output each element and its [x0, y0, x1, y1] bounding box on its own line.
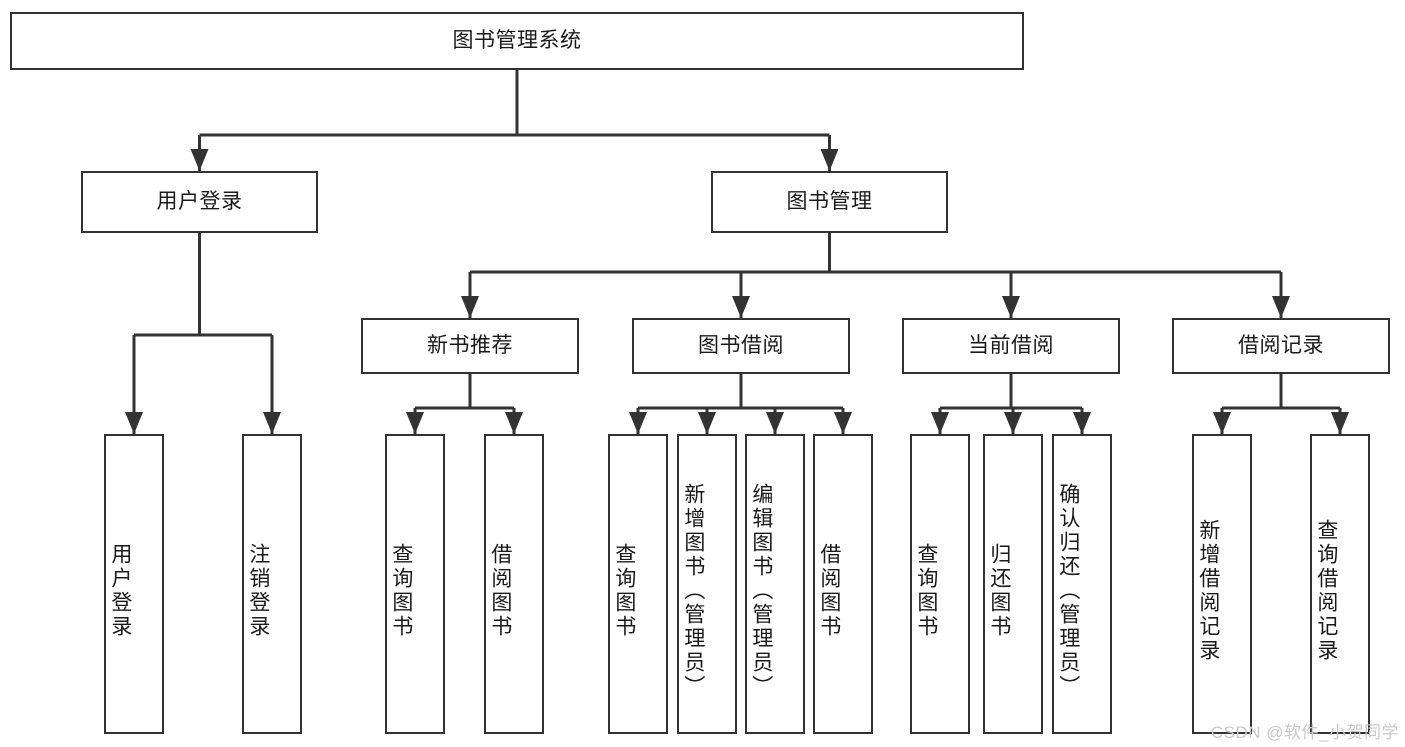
- node-leaf6[interactable]: 新增图书（管理员）: [677, 434, 737, 734]
- arrow-icon-leaf8: [834, 412, 852, 434]
- node-leaf9[interactable]: 查询图书: [910, 434, 970, 734]
- node-leaf5[interactable]: 查询图书: [608, 434, 668, 734]
- node-records[interactable]: 借阅记录: [1172, 318, 1390, 374]
- node-label: 新书推荐: [427, 333, 513, 357]
- node-label: 借阅记录: [1238, 333, 1324, 357]
- arrow-icon-login: [190, 149, 209, 171]
- node-label: 查询图书: [612, 543, 636, 639]
- node-root[interactable]: 图书管理系统: [10, 12, 1024, 70]
- node-recommend[interactable]: 新书推荐: [361, 318, 579, 374]
- node-current[interactable]: 当前借阅: [902, 318, 1120, 374]
- node-label: 图书借阅: [698, 333, 784, 357]
- node-label: 图书管理: [786, 189, 873, 213]
- node-leaf12[interactable]: 新增借阅记录: [1192, 434, 1252, 734]
- node-label: 用户登录: [156, 189, 243, 213]
- node-label: 编辑图书（管理员）: [749, 483, 773, 699]
- arrow-icon-leaf7: [766, 412, 784, 434]
- node-leaf2[interactable]: 注销登录: [242, 434, 302, 734]
- arrow-icon-records: [1272, 296, 1290, 318]
- node-label: 借阅图书: [488, 543, 512, 639]
- node-label: 新增借阅记录: [1196, 519, 1220, 663]
- node-label: 当前借阅: [968, 333, 1054, 357]
- node-leaf3[interactable]: 查询图书: [385, 434, 445, 734]
- node-label: 查询图书: [914, 543, 938, 639]
- arrow-icon-bookmgmt: [820, 149, 839, 171]
- node-leaf1[interactable]: 用户登录: [104, 434, 164, 734]
- arrow-icon-leaf2: [263, 412, 281, 434]
- node-bookmgmt[interactable]: 图书管理: [711, 171, 948, 233]
- node-leaf13[interactable]: 查询借阅记录: [1310, 434, 1370, 734]
- arrow-icon-current: [1002, 296, 1020, 318]
- node-leaf10[interactable]: 归还图书: [983, 434, 1043, 734]
- node-leaf4[interactable]: 借阅图书: [484, 434, 544, 734]
- arrow-icon-leaf10: [1004, 412, 1022, 434]
- arrow-icon-recommend: [461, 296, 479, 318]
- arrow-icon-leaf12: [1213, 412, 1231, 434]
- arrow-icon-leaf13: [1331, 412, 1349, 434]
- node-label: 归还图书: [987, 543, 1011, 639]
- node-leaf8[interactable]: 借阅图书: [813, 434, 873, 734]
- arrow-icon-leaf6: [698, 412, 716, 434]
- node-label: 借阅图书: [817, 543, 841, 639]
- node-label: 查询图书: [389, 543, 413, 639]
- node-leaf7[interactable]: 编辑图书（管理员）: [745, 434, 805, 734]
- node-login[interactable]: 用户登录: [81, 171, 318, 233]
- node-label: 图书管理系统: [452, 28, 582, 52]
- watermark: CSDN @软件_小贺同学: [1210, 723, 1399, 742]
- node-label: 查询借阅记录: [1314, 519, 1338, 663]
- arrow-icon-borrow: [732, 296, 750, 318]
- node-label: 新增图书（管理员）: [681, 483, 705, 699]
- arrow-icon-leaf4: [505, 412, 523, 434]
- node-label: 用户登录: [108, 543, 132, 639]
- arrow-icon-leaf5: [629, 412, 647, 434]
- node-borrow[interactable]: 图书借阅: [632, 318, 850, 374]
- node-label: 注销登录: [246, 543, 270, 639]
- arrow-icon-leaf11: [1073, 412, 1091, 434]
- node-leaf11[interactable]: 确认归还（管理员）: [1052, 434, 1112, 734]
- arrow-icon-leaf9: [931, 412, 949, 434]
- arrow-icon-leaf1: [125, 412, 143, 434]
- arrow-icon-leaf3: [406, 412, 424, 434]
- node-label: 确认归还（管理员）: [1056, 483, 1080, 699]
